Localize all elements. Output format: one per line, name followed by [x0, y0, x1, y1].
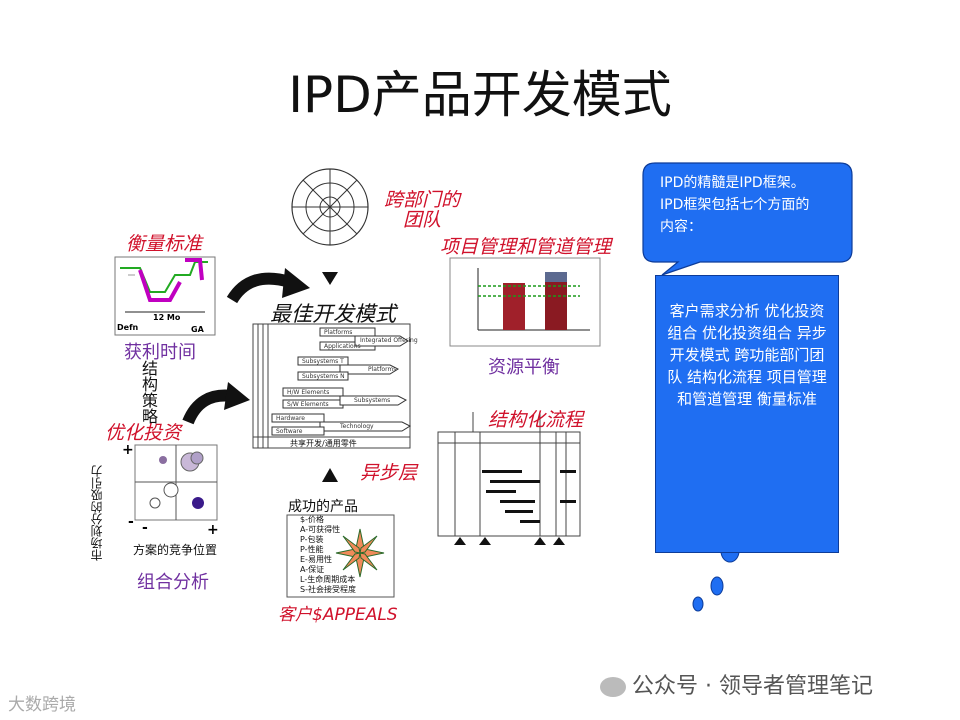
- thought-bubble-3: [692, 596, 704, 612]
- watermark-text: 公众号 · 领导者管理笔记: [600, 668, 873, 700]
- label-structure-strategy: 结构策略: [139, 360, 158, 424]
- bar-label: Platforms: [368, 366, 397, 373]
- ipd-aspects-box: 客户需求分析 优化投资组合 优化投资组合 异步开发模式 跨功能部门团队 结构化流…: [655, 275, 839, 553]
- list-item: A-可获得性: [300, 525, 341, 534]
- best-model-diagram: [252, 323, 412, 449]
- callout-text: IPD的精髓是IPD框架。 IPD框架包括七个方面的 内容：: [660, 175, 810, 235]
- label-best-model: 最佳开发模式: [270, 302, 396, 326]
- bar-label: Subsystems T: [302, 358, 344, 365]
- down-arrow-icon: [322, 272, 338, 285]
- resource-chart: [449, 257, 601, 347]
- list-item: S-社会接受程度: [300, 585, 356, 594]
- thought-bubble-2: [710, 576, 724, 596]
- list-item: L-生命周期成本: [300, 575, 356, 584]
- ttm-chart: [114, 256, 216, 336]
- bar-label: Subsystems N: [302, 373, 345, 380]
- label-project-pipeline: 项目管理和管道管理: [440, 236, 612, 258]
- axis-plus-top: +: [122, 442, 134, 458]
- label-structured-flow: 结构化流程: [488, 409, 584, 431]
- list-item: E-易用性: [300, 555, 332, 564]
- team-target-icon: [291, 168, 369, 246]
- list-item: P-包装: [300, 535, 324, 544]
- label-resource-balance: 资源平衡: [488, 357, 560, 378]
- label-shared-parts: 共享开发/通用零件: [290, 439, 357, 448]
- label-time-to-profit: 获利时间: [124, 342, 196, 363]
- axis-minus-left: -: [128, 514, 134, 530]
- list-item: $-价格: [300, 515, 324, 524]
- logo-text: 大数跨境: [8, 695, 76, 715]
- label-success-product: 成功的产品: [288, 499, 358, 515]
- bar-label: S/W Elements: [287, 401, 329, 408]
- bar-label: Subsystems: [354, 397, 391, 404]
- ttm-defn: Defn: [117, 323, 139, 332]
- up-arrow-icon: [322, 468, 338, 482]
- page-title: IPD产品开发模式: [288, 66, 672, 124]
- wechat-icon: [600, 677, 626, 697]
- list-item: A-保证: [300, 565, 325, 574]
- label-async-layer: 异步层: [360, 462, 418, 484]
- ttm-ga: GA: [191, 325, 204, 334]
- callout-bubble: [642, 162, 853, 276]
- label-measure: 衡量标准: [126, 233, 203, 255]
- bar-label: Technology: [340, 423, 374, 430]
- label-market-attract: 市场划分的吸引力: [90, 465, 104, 561]
- appeals-list: $-价格 A-可获得性 P-包装 P-性能 E-易用性 A-保证 L-生命周期成…: [300, 515, 356, 595]
- list-item: P-性能: [300, 545, 324, 554]
- label-cross-team: 跨部门的 团队: [383, 189, 460, 231]
- bar-label: Software: [276, 428, 303, 435]
- bar-label: Hardware: [276, 415, 305, 422]
- axis-plus-right: +: [207, 522, 219, 538]
- label-portfolio-analysis: 组合分析: [137, 572, 209, 593]
- label-customer-appeals: 客户$APPEALS: [278, 605, 398, 625]
- appeals-box: [286, 514, 395, 598]
- axis-minus-bottom: -: [142, 520, 148, 536]
- curve-arrow-1: [226, 272, 292, 304]
- portfolio-matrix: [134, 444, 218, 521]
- structured-flow-diagram: [437, 412, 581, 545]
- bar-label: Platforms: [324, 329, 353, 336]
- bar-label: Applications: [324, 343, 361, 350]
- label-optimize-invest: 优化投资: [105, 422, 182, 444]
- bar-label: H/W Elements: [287, 389, 330, 396]
- appeals-star-icon: [335, 528, 385, 578]
- ttm-span: 12 Mo: [153, 313, 181, 322]
- label-competitive-position: 方案的竞争位置: [133, 543, 218, 557]
- bar-label: Integrated Offering: [360, 337, 418, 344]
